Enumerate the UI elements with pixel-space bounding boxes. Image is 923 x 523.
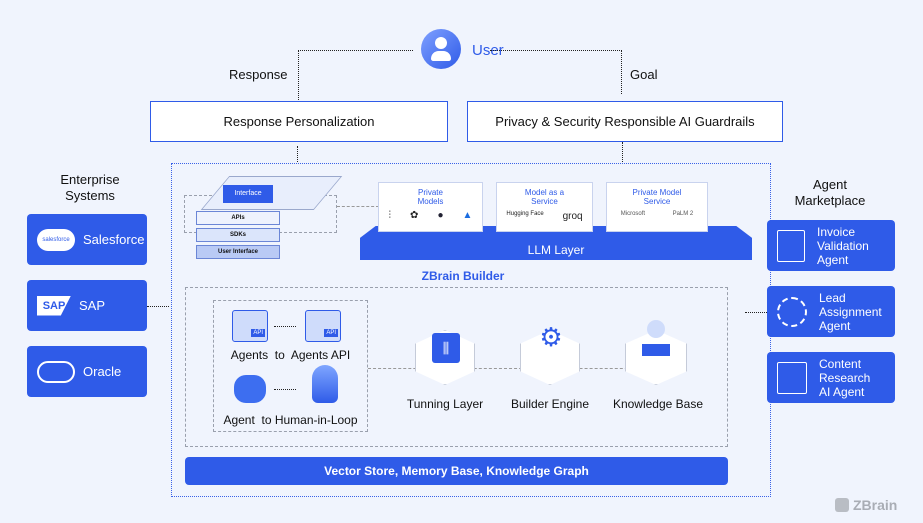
response-label: Response [229,67,288,82]
palm2-logo: PaLM 2 [672,211,694,217]
card-title: Model as a [524,188,565,197]
builder-container [185,287,728,447]
sliders-icon: ⫼ [432,333,460,363]
agent-l2: Validation [817,238,869,253]
knowledge-base-label: Knowledge Base [612,397,704,411]
llm-layer-label: LLM Layer [527,243,585,257]
agent-l3: Agent [819,318,851,333]
api-tag: API [251,329,265,337]
zbrain-builder-label: ZBrain Builder [421,269,505,283]
layer-interface: Interface [223,185,273,203]
layer-sdks: SDKs [196,228,280,242]
response-personalization-box: Response Personalization [150,101,448,142]
layer-user-interface: User Interface [196,245,280,259]
agent-l2: Research [819,370,871,385]
agent-l3: AI Agent [819,384,865,399]
brand-text: ZBrain [853,497,898,513]
human-icon [312,365,338,403]
openai-logo-icon: ✿ [410,210,419,221]
layer-apis: APIs [196,211,280,225]
agent-l1: Invoice [817,224,856,239]
agent-bot-icon [234,375,266,403]
api-tag: API [324,329,338,337]
enterprise-salesforce[interactable]: salesforce Salesforce [27,214,147,265]
agent-l1: Lead [819,290,846,305]
user-label: User [472,42,504,59]
tuning-layer-label: Tunning Layer [406,397,484,411]
azure-logo-icon: ▲ [462,210,473,221]
agent-api-icon: API [232,310,268,342]
guardrails-box: Privacy & Security Responsible AI Guardr… [467,101,783,142]
agent-l3: Agent [817,252,849,267]
builder-engine-label: Builder Engine [510,397,590,411]
salesforce-cloud-icon: salesforce [37,228,75,251]
agent-api-icon: API [305,310,341,342]
agent-collab-box [213,300,368,432]
card-title: Service [643,197,671,206]
gears-icon [777,296,807,327]
agent-to-human-label: Agent to Human-in-Loop [223,413,358,427]
sap-label: SAP [79,298,106,313]
agents-to-agents-label: Agents to Agents API [230,348,351,362]
card-title: Service [531,197,558,206]
agent-l2: Assignment [819,304,882,319]
oracle-label: Oracle [83,364,122,379]
card-title: Private [418,188,443,197]
goal-label: Goal [630,67,658,82]
invoice-icon [777,229,805,262]
huggingface-logo: Hugging Face [506,211,544,217]
user-avatar-icon [421,29,461,69]
oracle-logo-icon [37,360,75,383]
mistral-logo-icon: ● [437,210,444,221]
salesforce-label: Salesforce [83,232,145,247]
sap-logo-icon: SAP [37,295,71,316]
enterprise-oracle[interactable]: Oracle [27,346,147,397]
enterprise-sap[interactable]: SAP SAP [27,280,147,331]
gear-icon: ⚙ [539,322,563,352]
document-edit-icon [777,361,807,394]
card-title: Models [417,197,444,206]
enterprise-title-l2: Systems [65,188,115,203]
vector-store-bar: Vector Store, Memory Base, Knowledge Gra… [185,457,728,485]
microsoft-logo: Microsoft [620,211,646,217]
marketplace-title-l2: Marketplace [794,193,866,208]
zbrain-logo: ZBrain [835,497,897,513]
card-title: Private Model [632,188,682,197]
book-bulb-icon [642,320,670,360]
marketplace-title-l1: Agent [813,177,847,192]
groq-logo: groq [562,211,583,222]
llama-logo-icon: ⫶ [388,210,392,221]
enterprise-title-l1: Enterprise [60,172,120,187]
zbrain-logo-icon [835,498,849,512]
agent-l1: Content [819,356,862,371]
